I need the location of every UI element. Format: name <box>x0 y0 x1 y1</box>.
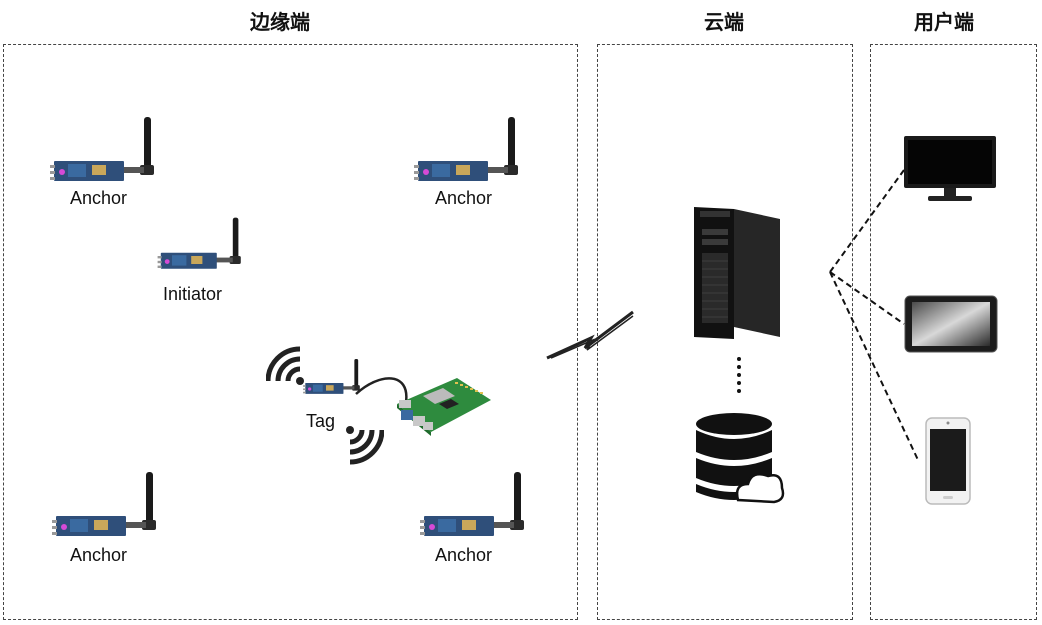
initiator-uwb-module-icon <box>156 213 244 275</box>
user-connectors <box>826 160 926 470</box>
anchor-bottom-left-uwb-module-icon <box>50 470 160 540</box>
anchor-top-right-label: Anchor <box>435 188 493 208</box>
anchor-top-right-uwb-module-icon <box>412 115 522 185</box>
edge-panel <box>3 44 578 620</box>
anchor-bottom-left-label: Anchor <box>70 545 128 565</box>
initiator-label: Initiator <box>163 284 223 304</box>
anchor-top-left-uwb-module-icon <box>48 115 158 185</box>
anchor-bottom-right-label: Anchor <box>435 545 493 565</box>
user-panel <box>870 44 1037 620</box>
raspberry-pi-icon <box>393 374 493 440</box>
wifi-signal-icon-lower <box>340 422 384 466</box>
cloud-database-icon <box>694 412 786 507</box>
tag-cable <box>340 372 420 412</box>
cloud-section-title: 云端 <box>704 10 744 34</box>
connection-dots <box>734 355 744 397</box>
lightning-link-icon <box>545 308 635 362</box>
edge-section-title: 边缘端 <box>250 10 310 34</box>
cloud-panel <box>597 44 853 620</box>
wifi-signal-icon <box>266 345 310 389</box>
smartphone-icon <box>925 417 971 505</box>
tablet-icon <box>904 295 998 353</box>
user-section-title: 用户端 <box>914 10 974 34</box>
anchor-bottom-right-uwb-module-icon <box>418 470 528 540</box>
anchor-top-left-label: Anchor <box>70 188 128 208</box>
monitor-icon <box>902 136 998 204</box>
tag-label: Tag <box>306 411 336 431</box>
server-tower-icon <box>690 205 782 340</box>
